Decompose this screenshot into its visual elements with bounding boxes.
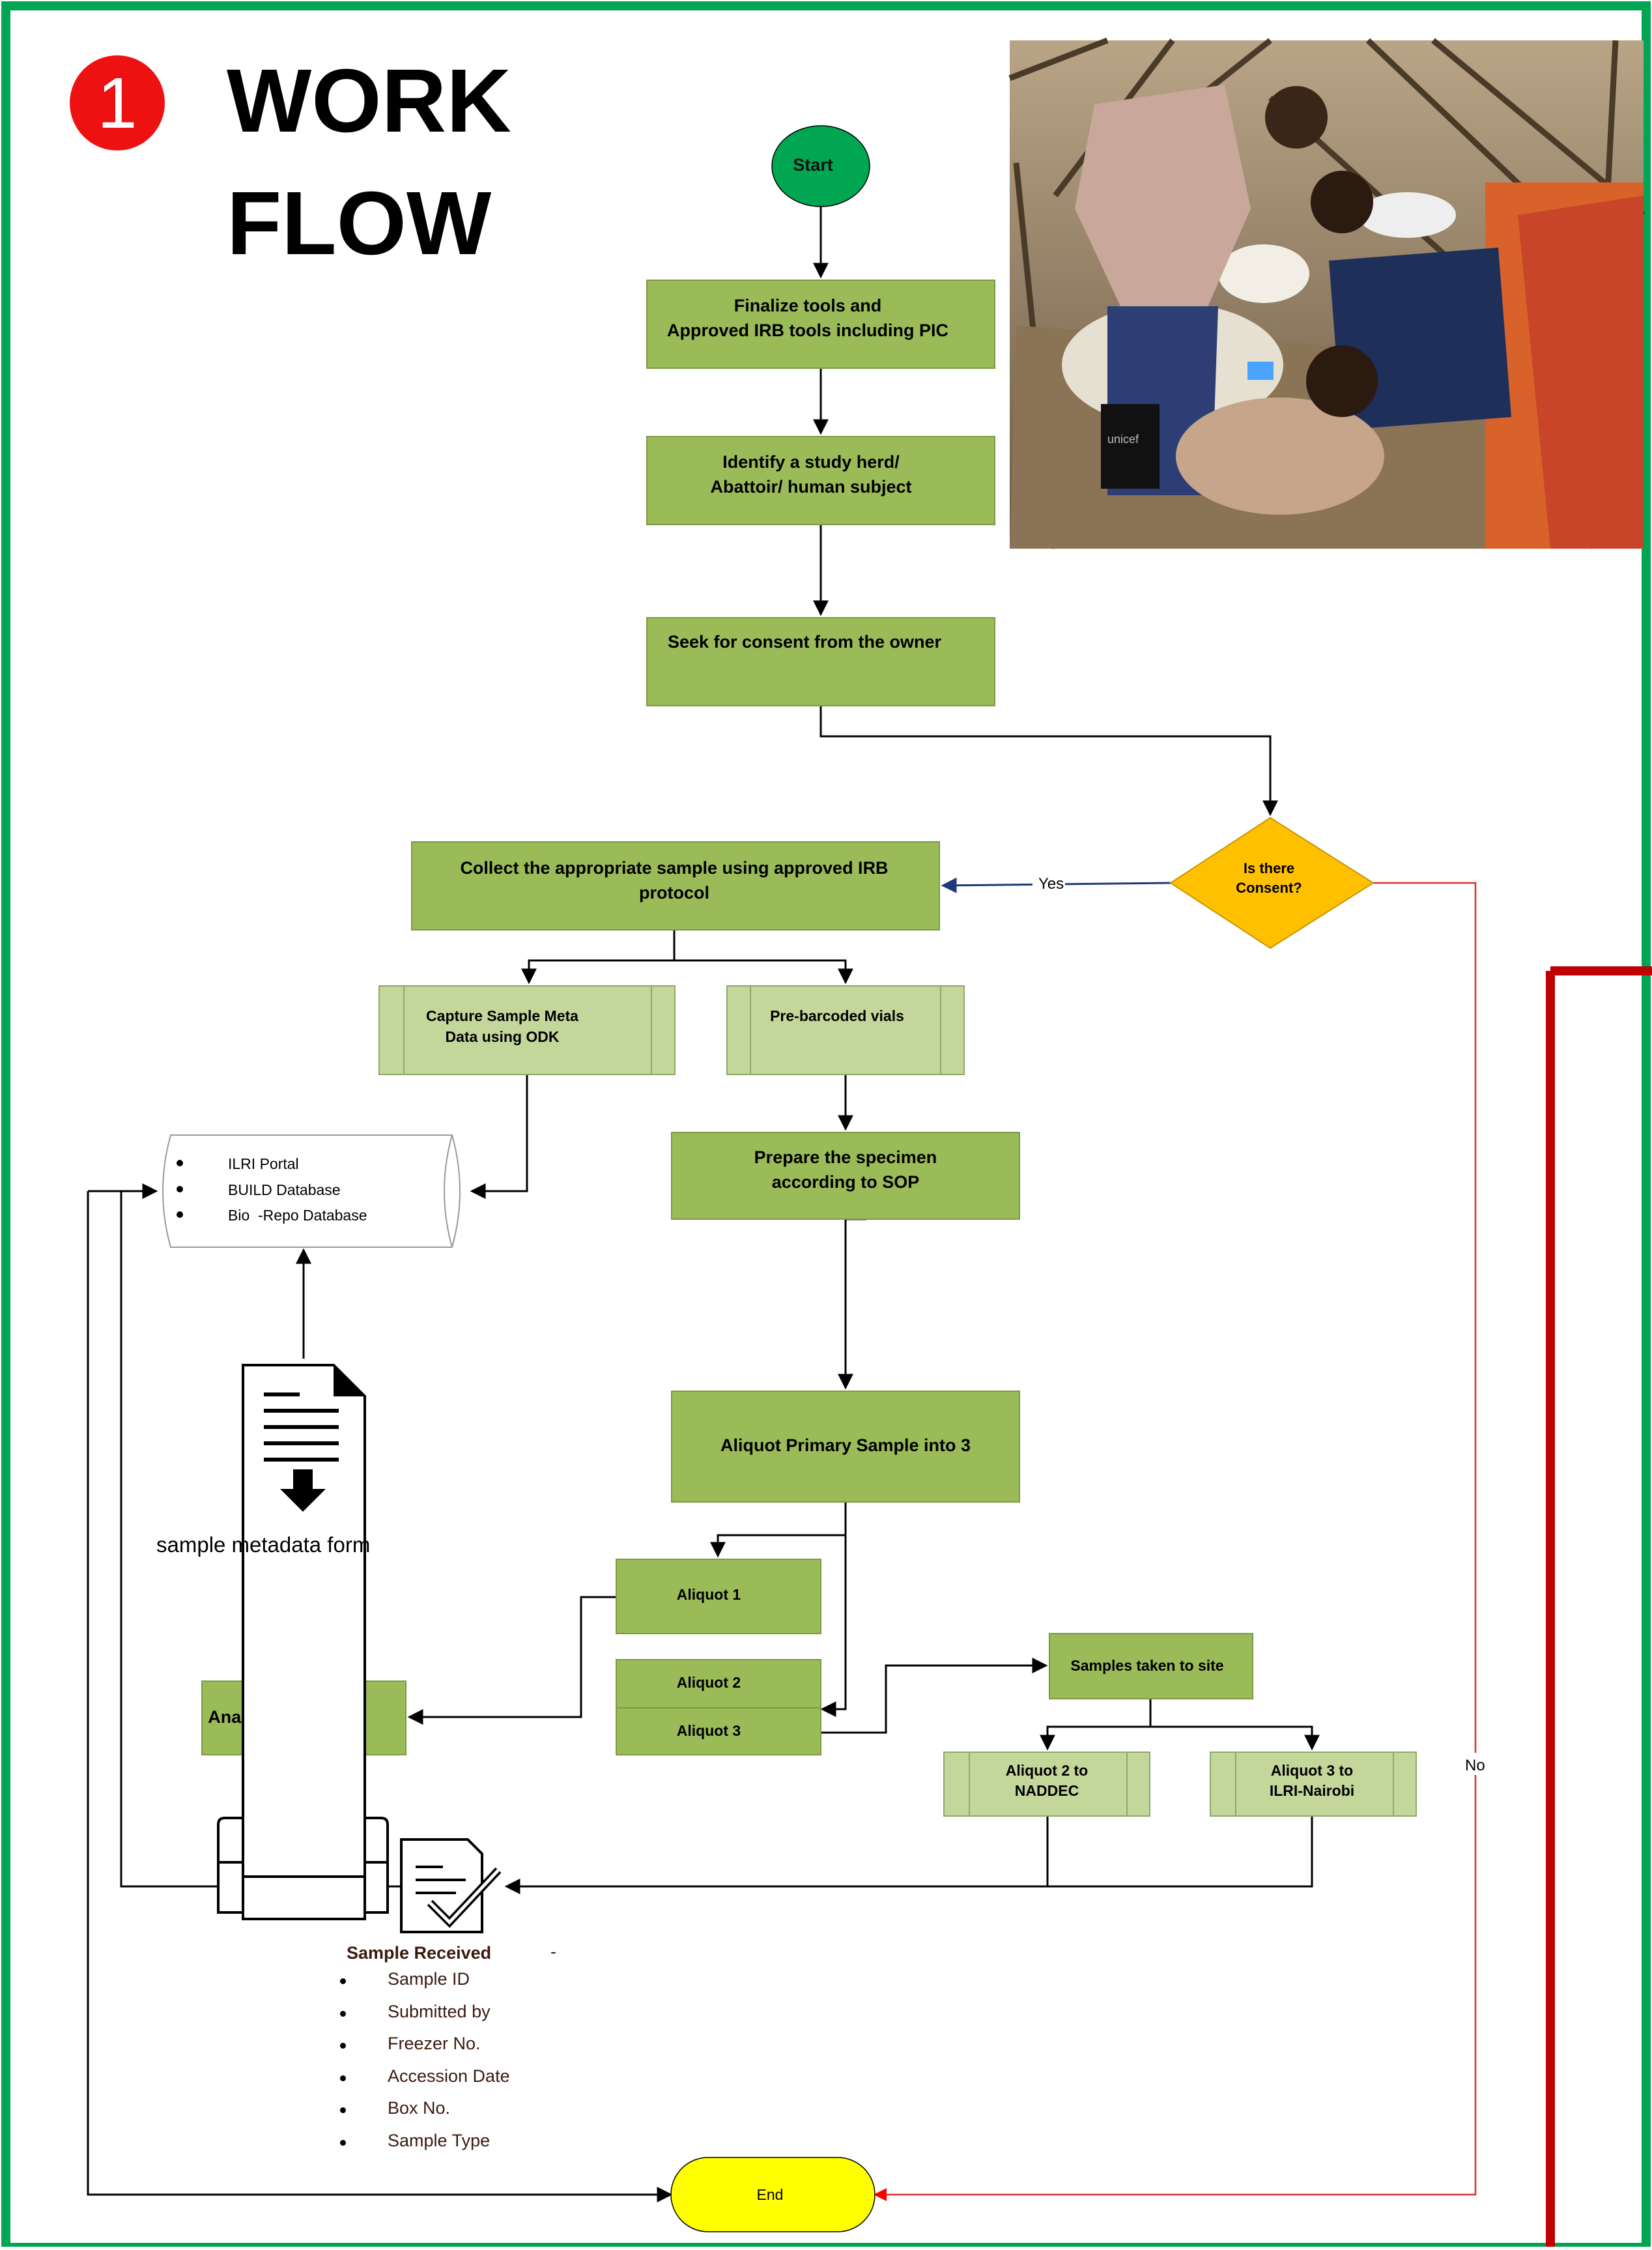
metadata-form-icon — [217, 1364, 389, 1920]
identify-line1: Identify a study herd/ — [722, 452, 900, 472]
start-label: Start — [793, 155, 833, 175]
samples-to-site-node: Samples taken to site — [1049, 1633, 1253, 1699]
finalize-line2: Approved IRB tools including PIC — [667, 321, 948, 340]
sample-received-item: Freezer No. — [332, 2034, 606, 2066]
bullet-dot — [340, 2043, 346, 2049]
step-badge-number: 1 — [97, 63, 137, 143]
prepare-line2: according to SOP — [772, 1172, 920, 1192]
sample-received-item-label: Submitted by — [388, 2001, 491, 2021]
capture-metadata-node: Capture Sample Meta Data using ODK — [378, 985, 676, 1075]
collect-sample-node: Collect the appropriate sample using app… — [411, 841, 940, 930]
step-badge: 1 — [70, 55, 165, 151]
consent-decision-node: Is there Consent? — [1169, 816, 1374, 949]
decision-line2: Consent? — [1236, 880, 1302, 896]
page-title-line1: WORK — [227, 51, 511, 151]
finalize-tools-node: Finalize tools and Approved IRB tools in… — [646, 280, 995, 369]
end-label: End — [757, 2186, 784, 2203]
prepare-specimen-node: Prepare the specimen according to SOP — [671, 1132, 1020, 1220]
bullet-dot — [340, 2010, 346, 2017]
naddec-line1: Aliquot 2 to — [1006, 1762, 1088, 1779]
aliquot3-ilri-node: Aliquot 3 to ILRI-Nairobi — [1210, 1752, 1417, 1817]
aliquot3-label: Aliquot 3 — [677, 1722, 741, 1739]
seek-consent-node: Seek for consent from the owner — [646, 617, 995, 706]
database-item-build: BUILD Database — [228, 1181, 341, 1198]
bullet-dot — [340, 2107, 346, 2113]
photo-unicef-text: unicef — [1107, 433, 1139, 446]
sample-received-item: Submitted by — [332, 2002, 606, 2034]
aliquot-primary-label: Aliquot Primary Sample into 3 — [720, 1435, 971, 1455]
naddec-line2: NADDEC — [1015, 1782, 1079, 1799]
red-side-frame — [1546, 966, 1652, 2247]
aliquot2-3-node: Aliquot 2 Aliquot 3 — [616, 1659, 821, 1755]
aliquot1-label: Aliquot 1 — [677, 1586, 741, 1603]
prebarcoded-vials-node: Pre-barcoded vials — [726, 985, 965, 1075]
page-title-line2: FLOW — [227, 173, 492, 274]
sample-received-item-label: Sample ID — [388, 1969, 470, 1989]
identify-line2: Abattoir/ human subject — [710, 477, 911, 497]
sample-received-item-label: Freezer No. — [388, 2034, 481, 2053]
vials-label: Pre-barcoded vials — [770, 1007, 904, 1024]
sample-received-item: Accession Date — [332, 2066, 606, 2099]
database-item-ilri-portal: ILRI Portal — [228, 1155, 299, 1172]
bullet-dot — [340, 2139, 346, 2146]
finalize-line1: Finalize tools and — [734, 296, 882, 315]
sample-received-item: Box No. — [332, 2098, 606, 2131]
collect-line1: Collect the appropriate sample using app… — [460, 858, 888, 878]
collect-line2: protocol — [639, 883, 709, 902]
decision-line1: Is there — [1244, 860, 1294, 876]
no-connector — [874, 882, 1477, 2201]
sample-received-item-label: Sample Type — [388, 2130, 491, 2150]
bullet-dot — [340, 1978, 346, 1984]
sample-received-item-label: Accession Date — [388, 2066, 510, 2086]
field-photo: unicef — [1008, 37, 1645, 549]
sample-received-item: Sample ID — [332, 1969, 606, 2002]
capture-line2: Data using ODK — [445, 1028, 559, 1045]
ilri-line1: Aliquot 3 to — [1271, 1762, 1353, 1779]
database-item-biorepo: Bio -Repo Database — [228, 1207, 367, 1224]
prepare-line1: Prepare the specimen — [754, 1147, 937, 1167]
sample-received-section: Sample Received - Sample ID Submitted by F… — [332, 1942, 606, 2163]
sample-received-check-icon — [400, 1838, 502, 1933]
aliquot1-node: Aliquot 1 — [616, 1559, 821, 1634]
aliquot2-naddec-node: Aliquot 2 to NADDEC — [943, 1752, 1150, 1817]
edge-label-no: No — [1465, 1757, 1485, 1774]
bullet-dot — [340, 2075, 346, 2081]
start-node: Start — [771, 125, 870, 207]
aliquot2-label: Aliquot 2 — [677, 1674, 741, 1691]
aliquot-primary-node: Aliquot Primary Sample into 3 — [671, 1391, 1020, 1503]
sample-received-list: Sample ID Submitted by Freezer No. Accessio… — [332, 1969, 606, 2163]
sample-received-title: Sample Received — [347, 1943, 492, 1963]
seek-consent-label: Seek for consent from the owner — [668, 632, 942, 652]
database-store: ILRI Portal BUILD Database Bio -Repo Dat… — [162, 1134, 461, 1248]
sample-received-item: Sample Type — [332, 2131, 606, 2163]
sample-received-dash: - — [550, 1942, 556, 1961]
end-node: End — [670, 2157, 876, 2232]
samples-site-label: Samples taken to site — [1070, 1657, 1223, 1674]
ilri-line2: ILRI-Nairobi — [1270, 1782, 1354, 1799]
metadata-form-label: sample metadata form — [156, 1533, 371, 1557]
identify-herd-node: Identify a study herd/ Abattoir/ human s… — [646, 436, 995, 525]
capture-line1: Capture Sample Meta — [426, 1007, 578, 1024]
edge-label-yes: Yes — [1038, 875, 1064, 893]
sample-received-item-label: Box No. — [388, 2098, 451, 2118]
